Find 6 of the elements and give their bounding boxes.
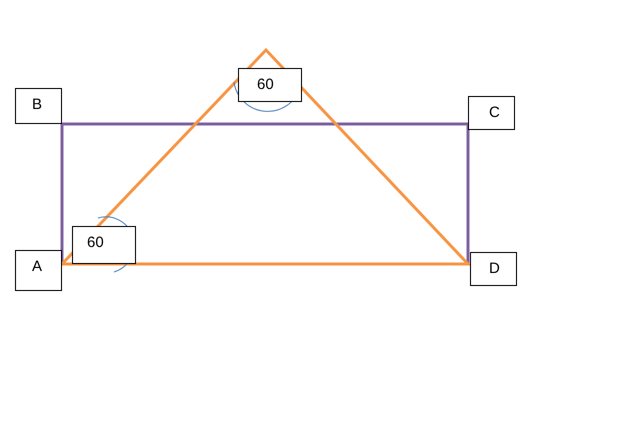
vertex-label: A <box>15 250 62 291</box>
vertex-label: D <box>470 252 517 286</box>
angle-label: 60 <box>238 68 302 102</box>
angle-label: 60 <box>72 226 136 264</box>
vertex-label: C <box>468 96 515 130</box>
vertex-label: B <box>15 88 62 124</box>
